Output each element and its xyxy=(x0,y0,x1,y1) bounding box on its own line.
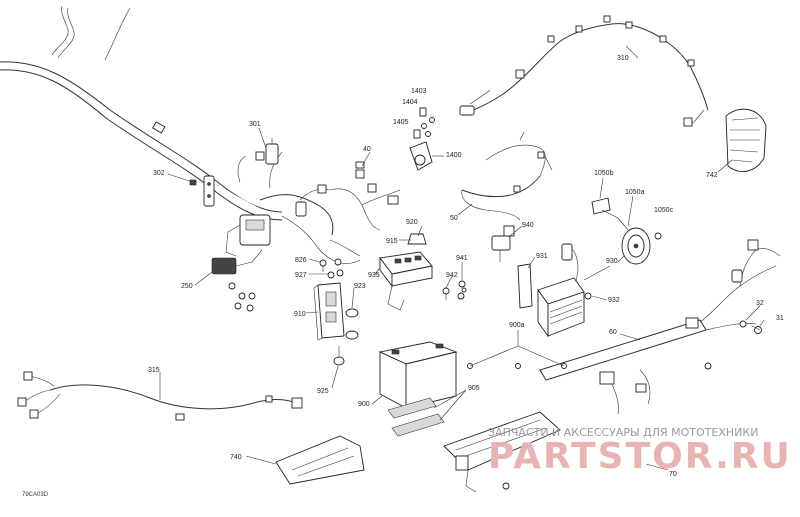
callout-302: 302 xyxy=(153,170,165,177)
callout-940: 940 xyxy=(522,222,534,229)
callout-1405: 1405 xyxy=(393,119,409,126)
callout-40: 40 xyxy=(363,146,371,153)
junction-box xyxy=(211,214,271,275)
watermark-logo: PARTSTOR.RU xyxy=(488,436,792,477)
headlight-742 xyxy=(725,108,767,173)
callout-915: 915 xyxy=(386,238,398,245)
part-302 xyxy=(189,175,215,207)
handlebar-harness-50 xyxy=(461,131,553,221)
part-40 xyxy=(355,161,365,169)
callout-31: 31 xyxy=(776,315,784,322)
callout-1050b: 1050b xyxy=(594,170,614,177)
light-740 xyxy=(275,435,365,485)
pads-905 xyxy=(387,397,445,437)
callout-935: 935 xyxy=(368,272,380,279)
screw-932 xyxy=(584,292,592,300)
part-925 xyxy=(333,346,345,366)
screws-900a xyxy=(467,345,567,369)
callout-315: 315 xyxy=(148,367,160,374)
callout-941: 941 xyxy=(456,255,468,262)
callout-930: 930 xyxy=(606,258,618,265)
part-250 xyxy=(228,282,256,312)
watermark-tagline: ЗАПЧАСТИ И АКСЕССУАРЫ ДЛЯ МОТОТЕХНИКИ xyxy=(488,426,758,439)
harness-315 xyxy=(17,371,303,421)
callout-931: 931 xyxy=(536,253,548,260)
parts-941-942 xyxy=(442,280,467,300)
callout-1400: 1400 xyxy=(446,152,462,159)
callout-910: 910 xyxy=(294,311,306,318)
callout-925: 925 xyxy=(317,388,329,395)
callout-labels: 301 302 40 1403 1404 1405 1400 310 742 5… xyxy=(148,55,784,478)
callout-1404: 1404 xyxy=(402,99,418,106)
switch-1400 xyxy=(409,107,435,171)
battery-tray-910 xyxy=(313,282,345,341)
callout-60: 60 xyxy=(609,329,617,336)
callout-942: 942 xyxy=(446,272,458,279)
taillight-70 xyxy=(443,411,561,493)
bolts-31-32 xyxy=(739,320,762,334)
part-301 xyxy=(255,138,279,165)
callout-32: 32 xyxy=(756,300,764,307)
horn-1050 xyxy=(591,197,662,265)
relay-940 xyxy=(491,225,515,262)
regulator-930 xyxy=(537,243,585,338)
harness-60 xyxy=(539,239,781,415)
harness-310 xyxy=(459,15,709,127)
leader-lines xyxy=(159,45,765,471)
diagram-code: 79CA03D xyxy=(22,492,49,498)
callout-923: 923 xyxy=(354,283,366,290)
callout-905: 905 xyxy=(468,385,480,392)
callout-927: 927 xyxy=(295,272,307,279)
callout-1050c: 1050c xyxy=(654,207,674,214)
callout-250: 250 xyxy=(181,283,193,290)
screws-826-927 xyxy=(319,258,344,279)
callout-932: 932 xyxy=(608,297,620,304)
callout-1403: 1403 xyxy=(411,88,427,95)
callout-50: 50 xyxy=(450,215,458,222)
battery-900 xyxy=(378,341,458,409)
callout-826: 826 xyxy=(295,257,307,264)
watermark: ЗАПЧАСТИ И АКСЕССУАРЫ ДЛЯ МОТОТЕХНИКИ PA… xyxy=(488,426,792,477)
part-923 xyxy=(345,308,359,340)
part-920 xyxy=(407,233,427,245)
callout-301: 301 xyxy=(249,121,261,128)
main-harness xyxy=(0,5,401,264)
callout-70: 70 xyxy=(669,471,677,478)
callout-310: 310 xyxy=(617,55,629,62)
callout-742: 742 xyxy=(706,172,718,179)
harness-connectors xyxy=(295,169,399,217)
callout-900: 900 xyxy=(358,401,370,408)
bracket-931 xyxy=(517,263,533,309)
callout-1050a: 1050a xyxy=(625,189,645,196)
callout-920: 920 xyxy=(406,219,418,226)
callout-740: 740 xyxy=(230,454,242,461)
fusebox-935 xyxy=(379,251,433,311)
callout-900a: 900a xyxy=(509,322,525,329)
